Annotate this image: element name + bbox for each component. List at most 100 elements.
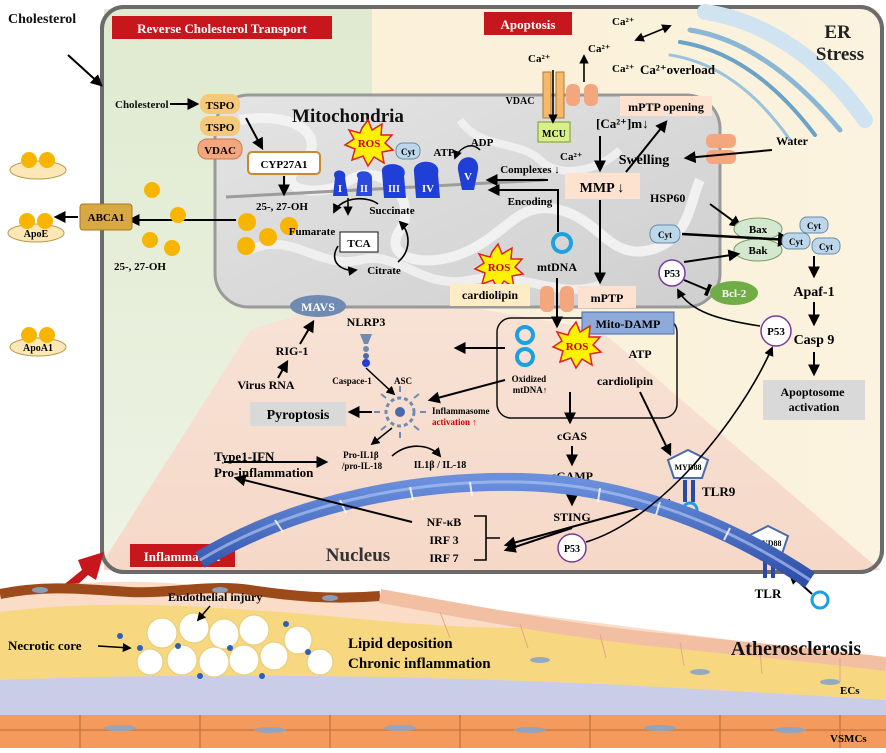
oxidized-line-1: Oxidized — [512, 374, 547, 384]
arrow-tca-1 — [333, 197, 379, 214]
oh-dot — [170, 207, 186, 223]
svg-text:I: I — [338, 183, 342, 195]
section-rct: Reverse Cholesterol Transport — [112, 16, 332, 39]
cyt-left: Cyt — [649, 224, 681, 244]
cyt-mito: Cyt — [395, 142, 421, 160]
arrow-p53-p53 — [677, 288, 761, 327]
lipid-droplets — [117, 621, 311, 679]
apaf1-label: Apaf-1 — [793, 285, 834, 300]
myd88-tlr9: MYD88 — [666, 448, 710, 519]
tca-box: TCA — [339, 231, 379, 253]
damp-atp-label: ATP — [628, 347, 651, 361]
pro-il-line-2: /pro-IL-18 — [341, 461, 383, 471]
cgas-label: cGAS — [557, 429, 587, 443]
ca-label: Ca²⁺ — [560, 151, 583, 163]
complex-I: I — [333, 170, 348, 196]
oh-dot — [237, 237, 255, 255]
ca-overload-label: Ca²⁺overload — [640, 62, 716, 77]
nlrp3-label: NLRP3 — [347, 315, 386, 329]
nucleus-envelope — [195, 472, 815, 588]
damp-cardiolipin-label: cardiolipin — [597, 374, 653, 388]
tspo-2: TSPO — [200, 116, 240, 136]
ca-channel-right — [566, 84, 598, 106]
mcu-label: MCU — [542, 129, 566, 140]
ca-m-label: [Ca²⁺]m↓ — [596, 116, 649, 131]
arrow-to-proil — [370, 427, 393, 446]
ca-labels: Ca²⁺ Ca²⁺ Ca²⁺ Ca²⁺ Ca²⁺ — [528, 16, 635, 163]
cardiolipin-box: cardiolipin — [450, 284, 530, 306]
ca-label: Ca²⁺ — [528, 53, 551, 65]
caspase1-label: Caspace-1 — [332, 376, 372, 386]
oxidized-label: Oxidized mtDNA↑ — [512, 374, 549, 395]
atp-label: ATP — [433, 147, 454, 159]
pro-il-line-1: Pro-IL1β — [343, 450, 379, 460]
ca-label: Ca²⁺ — [612, 16, 635, 28]
svg-text:Cyt: Cyt — [401, 147, 415, 157]
oh-outer-label: 25-, 27-OH — [114, 261, 166, 273]
bak-label: Bak — [749, 245, 769, 257]
tspo-1: TSPO — [200, 94, 240, 114]
type1-line-1: Type1-IFN — [214, 449, 275, 464]
apoe-particle: ApoE — [7, 213, 65, 243]
lipid-label: Lipid deposition Chronic inflammation — [348, 636, 491, 672]
vdac-left-label: VDAC — [204, 145, 236, 157]
arrow-damp-inflammasome — [427, 379, 506, 404]
svg-text:II: II — [360, 184, 368, 195]
foam-cells — [136, 612, 334, 678]
arrow-ca-er — [634, 24, 672, 42]
vsmcs-label: VSMCs — [830, 733, 867, 745]
bax: Bax — [733, 217, 783, 241]
ros-star-3: ROS — [551, 320, 603, 370]
inflammasome-label: Inflammasome activation ↑ — [432, 406, 492, 427]
encoding-label: Encoding — [508, 196, 553, 208]
tlr-label: TLR — [755, 586, 782, 601]
mitochondria-title: Mitochondria — [292, 106, 404, 127]
type1-line-2: Pro-inflammation — [214, 465, 314, 480]
mavs: MAVS — [290, 295, 346, 317]
mptp-channel — [540, 286, 574, 312]
endothelial-label: Endothelial injury — [168, 590, 262, 604]
inflammasome-line-1: Inflammasome — [432, 406, 490, 416]
cyp27a1-box: CYP27A1 — [247, 151, 321, 175]
nlrp3-protein — [360, 334, 372, 367]
pyroptosis-box: Pyroptosis — [250, 402, 346, 426]
arrow-virus-rig1 — [277, 359, 289, 379]
necrotic-label: Necrotic core — [8, 638, 82, 653]
arrow-nfkb-type1 — [233, 474, 413, 523]
asc-label: ASC — [394, 376, 412, 386]
complex-V: V — [457, 157, 479, 190]
lipoprotein-top — [9, 152, 67, 180]
tspo-2-label: TSPO — [206, 122, 235, 134]
myd88-b-label: MYD88 — [754, 539, 781, 548]
bcl2-label: Bcl-2 — [722, 288, 747, 300]
atherosclerosis-title: Atherosclerosis — [731, 638, 862, 660]
sting-label: STING — [553, 510, 590, 524]
cyp27a1-label: CYP27A1 — [260, 159, 307, 171]
tca-label: TCA — [347, 238, 370, 250]
complex-III: III — [381, 164, 406, 198]
mito-damp-box: Mito-DAMP — [581, 311, 675, 335]
oh-dots-inner — [237, 213, 298, 255]
oh-dot — [164, 240, 180, 256]
fumarate-label: Fumarate — [289, 226, 336, 238]
mptp-opening-label: mPTP opening — [628, 100, 704, 114]
ecs-label: ECs — [840, 685, 860, 697]
tf-bracket — [474, 515, 500, 561]
bax-label: Bax — [749, 224, 768, 236]
p53-mito: P53 — [658, 259, 686, 287]
irf3-label: IRF 3 — [429, 533, 458, 547]
svg-text:Cyt: Cyt — [789, 237, 803, 247]
inflammasome-line-2: activation ↑ — [432, 417, 477, 427]
arrow-nlrp3-inflammasome — [365, 367, 396, 396]
arrow-cyt-release — [681, 231, 793, 247]
ros-2-label: ROS — [488, 262, 511, 274]
ros-3-label: ROS — [566, 341, 589, 353]
apoe-label: ApoE — [24, 229, 49, 240]
p53-a-label: P53 — [664, 269, 680, 280]
virus-rna-label: Virus RNA — [237, 378, 295, 392]
svg-text:V: V — [464, 171, 472, 183]
svg-text:IV: IV — [422, 183, 434, 195]
arrow-adp-atp — [453, 145, 481, 160]
